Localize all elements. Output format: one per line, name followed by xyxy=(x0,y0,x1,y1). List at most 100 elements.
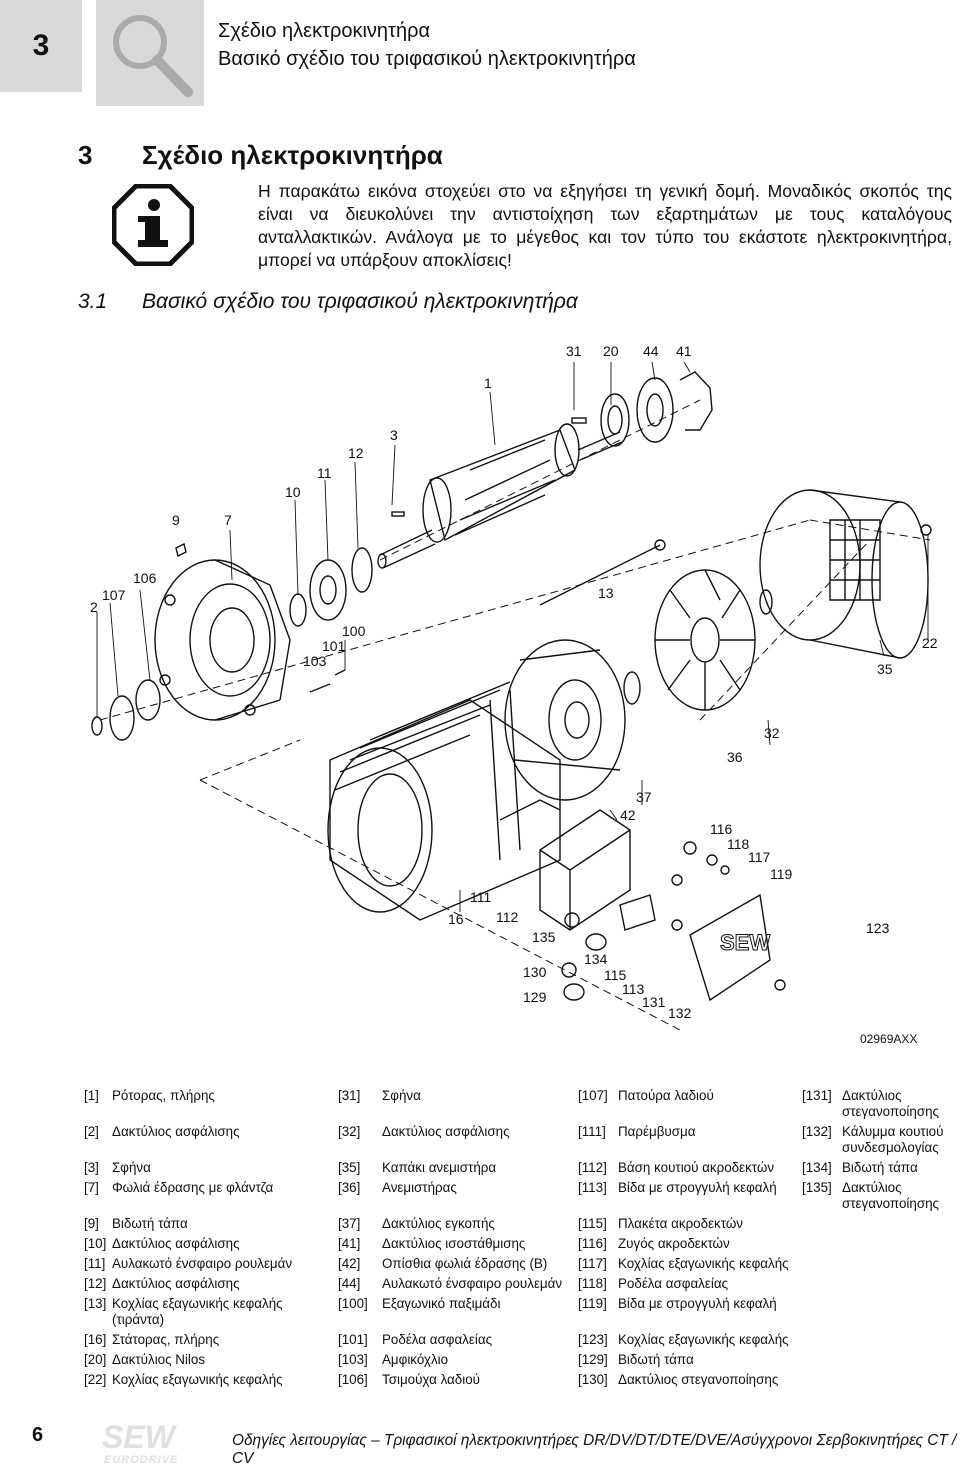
part-number xyxy=(802,1352,842,1372)
part-number: [3] xyxy=(84,1160,99,1175)
terminal-box-shape xyxy=(499,799,631,931)
flange-endshield-shape xyxy=(154,559,291,721)
part-name: Πλακέτα ακροδεκτών xyxy=(618,1216,744,1231)
callout-label: 10 xyxy=(285,484,301,500)
part-number: [13] xyxy=(84,1296,107,1311)
part-number: [12] xyxy=(84,1276,107,1291)
callout-label: 123 xyxy=(866,920,890,936)
part-number: [116] xyxy=(578,1236,607,1251)
motor-exploded-drawing: SEW xyxy=(90,343,938,1030)
part-name: Εξαγωνικό παξιμάδι xyxy=(382,1296,501,1311)
part-name: Φωλιά έδρασης με φλάντζα xyxy=(112,1180,274,1195)
callout-label: 3 xyxy=(390,427,398,443)
page-number: 6 xyxy=(32,1424,44,1446)
info-icon xyxy=(111,183,195,267)
part-number: [44] xyxy=(338,1276,361,1291)
callout-label: 134 xyxy=(584,951,608,967)
part-number xyxy=(802,1332,842,1352)
callout-label: 41 xyxy=(676,343,692,359)
part-name: Πατούρα λαδιού xyxy=(618,1088,714,1103)
callout-label: 107 xyxy=(102,587,126,603)
callout-label: 32 xyxy=(764,725,780,741)
callout-label: 13 xyxy=(598,585,614,601)
part-number: [42] xyxy=(338,1256,361,1271)
part-number: [37] xyxy=(338,1216,361,1231)
callout-label: 135 xyxy=(532,929,556,945)
part-name: Κοχλίας εξαγωνικής κεφαλής xyxy=(618,1332,789,1347)
callout-label: 116 xyxy=(710,821,733,837)
part-name: Τσιμούχα λαδιού xyxy=(382,1372,480,1387)
callout-label: 129 xyxy=(523,989,547,1005)
part-name: Στάτορας, πλήρης xyxy=(112,1332,220,1347)
callout-label: 35 xyxy=(877,661,893,677)
part-name: Δακτύλιος ασφάλισης xyxy=(112,1276,240,1291)
section-title: Σχέδιο ηλεκτροκινητήρα xyxy=(142,140,443,170)
part-number xyxy=(802,1236,842,1256)
part-name xyxy=(842,1216,954,1236)
callout-label: 131 xyxy=(642,994,666,1010)
part-number: [32] xyxy=(338,1124,361,1139)
part-number: [1] xyxy=(84,1088,99,1103)
part-name: Βιδωτή τάπα xyxy=(842,1160,918,1175)
part-number: [11] xyxy=(84,1256,106,1271)
part-name: Βίδα με στρογγυλή κεφαλή xyxy=(618,1296,777,1311)
table-row: [16]Στάτορας, πλήρης[101]Ροδέλα ασφαλεία… xyxy=(84,1332,954,1352)
callout-label: 1 xyxy=(484,375,492,391)
chapter-number: 3 xyxy=(32,29,50,62)
part-number: [132] xyxy=(802,1124,832,1139)
table-row: [12] Δακτύλιος ασφάλισης [44] Αυλακωτό ένσφ… xyxy=(84,1276,954,1296)
part-name: Κοχλίας εξαγωνικής κεφαλής (τιράντα) xyxy=(112,1296,283,1327)
callout-label: 117 xyxy=(748,849,771,865)
part-name: Κάλυμμα κουτιού συνδεσμολογίας xyxy=(842,1124,944,1155)
part-number xyxy=(802,1276,842,1296)
parts-table: [1]Ρότορας, πλήρης[31]Σφήνα[107]Πατούρα … xyxy=(84,1088,954,1392)
part-number xyxy=(802,1256,842,1276)
table-row: [11]Αυλακωτό ένσφαιρο ρουλεμάν[42]Οπίσθι… xyxy=(84,1256,954,1276)
intro-text: Η παρακάτω εικόνα στοχεύει στο να εξηγήσ… xyxy=(258,181,952,270)
callout-label: 16 xyxy=(448,911,464,927)
callout-label: 42 xyxy=(620,807,636,823)
part-name: Δακτύλιος στεγανοποίησης xyxy=(842,1088,939,1119)
part-number xyxy=(802,1296,842,1332)
callout-label: 9 xyxy=(172,512,180,528)
table-row: [10]Δακτύλιος ασφάλισης[41]Δακτύλιος ισο… xyxy=(84,1236,954,1256)
part-name: Δακτύλιος ασφάλισης xyxy=(112,1124,240,1139)
part-number xyxy=(802,1372,842,1392)
part-name: Αμφικόχλιο xyxy=(382,1352,449,1367)
part-number: [2] xyxy=(84,1124,99,1139)
part-number: [16] xyxy=(84,1332,107,1347)
fan-shape xyxy=(654,569,756,711)
part-name: Βίδα με στρογγυλή κεφαλή xyxy=(618,1180,777,1195)
part-number xyxy=(802,1216,842,1236)
part-number: [131] xyxy=(802,1088,832,1103)
part-number: [123] xyxy=(578,1332,608,1347)
part-name xyxy=(842,1256,954,1276)
part-number: [20] xyxy=(84,1352,107,1367)
part-number: [129] xyxy=(578,1352,608,1367)
table-row: [9]Βιδωτή τάπα[37]Δακτύλιος εγκοπής[115]… xyxy=(84,1216,954,1236)
callout-label: 2 xyxy=(90,599,98,615)
part-name: Δακτύλιος στεγανοποίησης xyxy=(618,1372,779,1387)
sew-logo: SEW EURODRIVE xyxy=(100,1418,200,1466)
part-number: [103] xyxy=(338,1352,368,1367)
part-name: Βιδωτή τάπα xyxy=(112,1216,188,1231)
part-name: Ζυγός ακροδεκτών xyxy=(618,1236,730,1251)
chapter-tab: 3 xyxy=(0,0,82,92)
rear-endshield-shape xyxy=(504,639,626,801)
part-name: Σφήνα xyxy=(112,1160,151,1175)
part-number: [7] xyxy=(84,1180,99,1195)
callout-label: 37 xyxy=(636,789,652,805)
callout-label: 119 xyxy=(770,866,793,882)
part-number: [117] xyxy=(578,1256,607,1271)
part-number: [10] xyxy=(84,1236,107,1251)
callout-label: 103 xyxy=(303,653,327,669)
table-row: [3]Σφήνα[35]Καπάκι ανεμιστήρα[112]Βάση κ… xyxy=(84,1160,954,1180)
stator-shape xyxy=(327,681,561,921)
part-name: Ροδέλα ασφαλείας xyxy=(382,1332,493,1347)
part-name: Καπάκι ανεμιστήρα xyxy=(382,1160,497,1175)
callout-label: 44 xyxy=(643,343,659,359)
part-name: Δακτύλιος εγκοπής xyxy=(382,1216,495,1231)
part-name: Αυλακωτό ένσφαιρο ρουλεμάν xyxy=(382,1276,563,1291)
